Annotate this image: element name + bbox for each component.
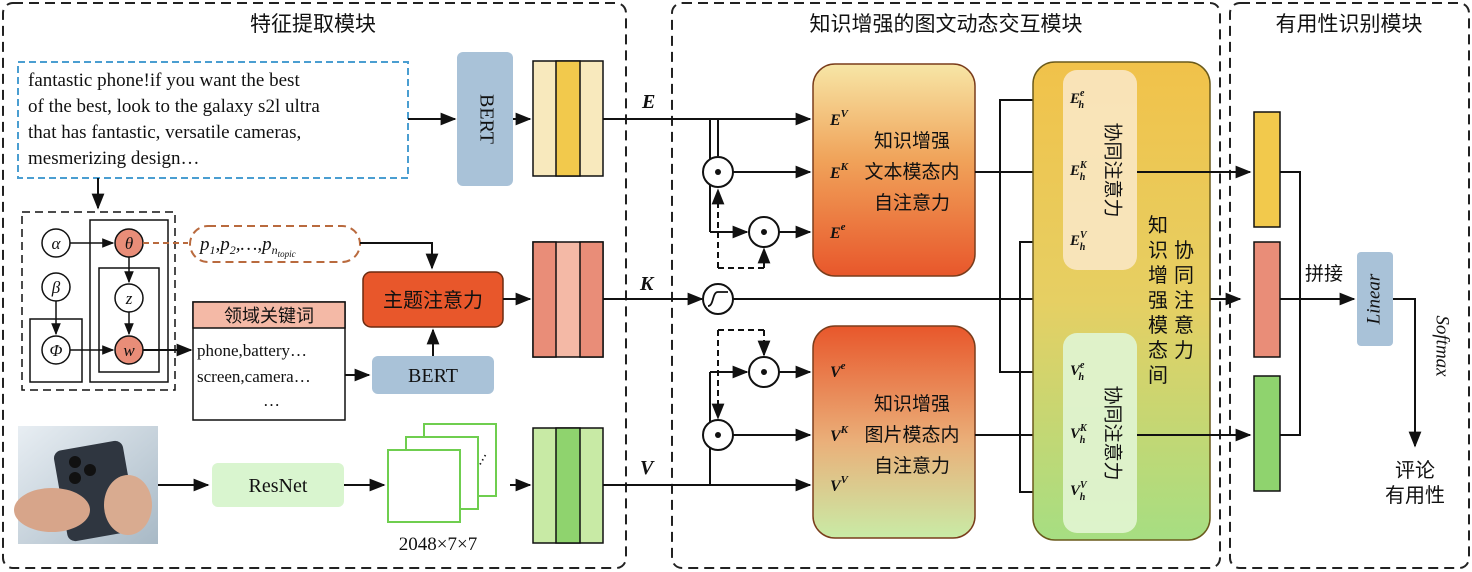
svg-text:注: 注 xyxy=(1174,288,1194,312)
bert-bottom-label: BERT xyxy=(408,365,458,387)
svg-text:力: 力 xyxy=(1174,338,1194,362)
domain-keywords-title: 领域关键词 xyxy=(224,306,314,327)
bert-top-label: BERT xyxy=(475,94,497,144)
lda-beta: β xyxy=(51,278,61,297)
image-intra-attention-block xyxy=(812,325,976,539)
svg-text:态: 态 xyxy=(1148,338,1168,362)
topic-output-vector xyxy=(1253,241,1281,358)
inter-modal-label: 知 识 增 强 模 态 间 协 同 注 意 力 xyxy=(1148,213,1194,387)
product-photo xyxy=(14,426,158,544)
svg-text:意: 意 xyxy=(1174,313,1194,337)
label-K: K xyxy=(639,273,655,295)
section-title-usefulness: 有用性识别模块 xyxy=(1276,12,1423,36)
bert-bottom-block xyxy=(372,356,494,394)
lda-theta: θ xyxy=(125,234,133,253)
text-intra-line-3: 自注意力 xyxy=(874,192,950,214)
image-intra-line-3: 自注意力 xyxy=(874,455,950,477)
section-title-feature: 特征提取模块 xyxy=(250,12,376,36)
review-line-4: mesmerizing design… xyxy=(28,148,200,169)
svg-text:知: 知 xyxy=(1148,213,1168,237)
lda-plate-model xyxy=(21,211,176,391)
lda-phi: Φ xyxy=(50,341,63,360)
topic-feature-vector xyxy=(532,241,604,358)
review-line-3: that has fantastic, versatile cameras, xyxy=(28,122,301,143)
interaction-frame xyxy=(671,2,1221,569)
usefulness-frame xyxy=(1229,2,1470,569)
bert-top-block xyxy=(457,52,513,186)
svg-text:同: 同 xyxy=(1174,263,1194,287)
lda-w: w xyxy=(123,341,135,360)
svg-text:增: 增 xyxy=(1148,263,1168,287)
label-E: E xyxy=(641,91,655,113)
image-feature-vector xyxy=(532,427,604,544)
image-intra-line-2: 图片模态内 xyxy=(864,424,959,446)
output-label-2: 有用性 xyxy=(1385,483,1445,507)
svg-text:间: 间 xyxy=(1148,363,1168,387)
topic-attention-label: 主题注意力 xyxy=(383,288,483,312)
text-output-vector xyxy=(1253,111,1281,228)
section-title-interaction: 知识增强的图文动态交互模块 xyxy=(810,12,1083,36)
svg-text:协: 协 xyxy=(1174,238,1194,262)
resnet-label: ResNet xyxy=(249,475,308,497)
svg-text:模: 模 xyxy=(1148,313,1168,337)
feature-extraction-frame xyxy=(2,2,627,569)
domain-keywords-line-3: … xyxy=(263,391,280,410)
text-intra-attention-block xyxy=(812,63,976,277)
lda-alpha: α xyxy=(52,234,62,253)
svg-text:强: 强 xyxy=(1148,288,1168,312)
label-V: V xyxy=(640,457,655,479)
linear-label: Linear xyxy=(1363,273,1384,325)
svg-text:识: 识 xyxy=(1148,238,1168,262)
review-line-2: of the best, look to the galaxy s2l ultr… xyxy=(28,96,320,117)
svg-text:⋯: ⋯ xyxy=(473,450,493,470)
domain-keywords-line-1: phone,battery… xyxy=(197,341,307,360)
domain-keywords-line-2: screen,camera… xyxy=(197,367,311,386)
review-line-1: fantastic phone!if you want the best xyxy=(28,70,300,91)
lda-z: z xyxy=(125,289,133,308)
text-intra-line-2: 文本模态内 xyxy=(864,161,959,183)
image-output-vector xyxy=(1253,375,1281,492)
coatt-top-label: 协同注意力 xyxy=(1102,122,1124,217)
feature-map-size: 2048×7×7 xyxy=(399,534,477,555)
softmax-label: Softmax xyxy=(1432,315,1453,377)
output-label-1: 评论 xyxy=(1395,458,1435,482)
text-feature-vector xyxy=(532,60,604,177)
concat-label: 拼接 xyxy=(1305,263,1343,285)
coatt-bottom-label: 协同注意力 xyxy=(1102,385,1124,480)
image-intra-line-1: 知识增强 xyxy=(874,393,950,415)
text-intra-line-1: 知识增强 xyxy=(874,130,950,152)
linear-block xyxy=(1357,252,1393,346)
feature-maps: ⋯ xyxy=(387,423,497,523)
text-coattention-block xyxy=(1063,70,1137,270)
image-coattention-block xyxy=(1063,333,1137,533)
sigmoid-op xyxy=(702,283,734,315)
resnet-block xyxy=(212,463,344,507)
